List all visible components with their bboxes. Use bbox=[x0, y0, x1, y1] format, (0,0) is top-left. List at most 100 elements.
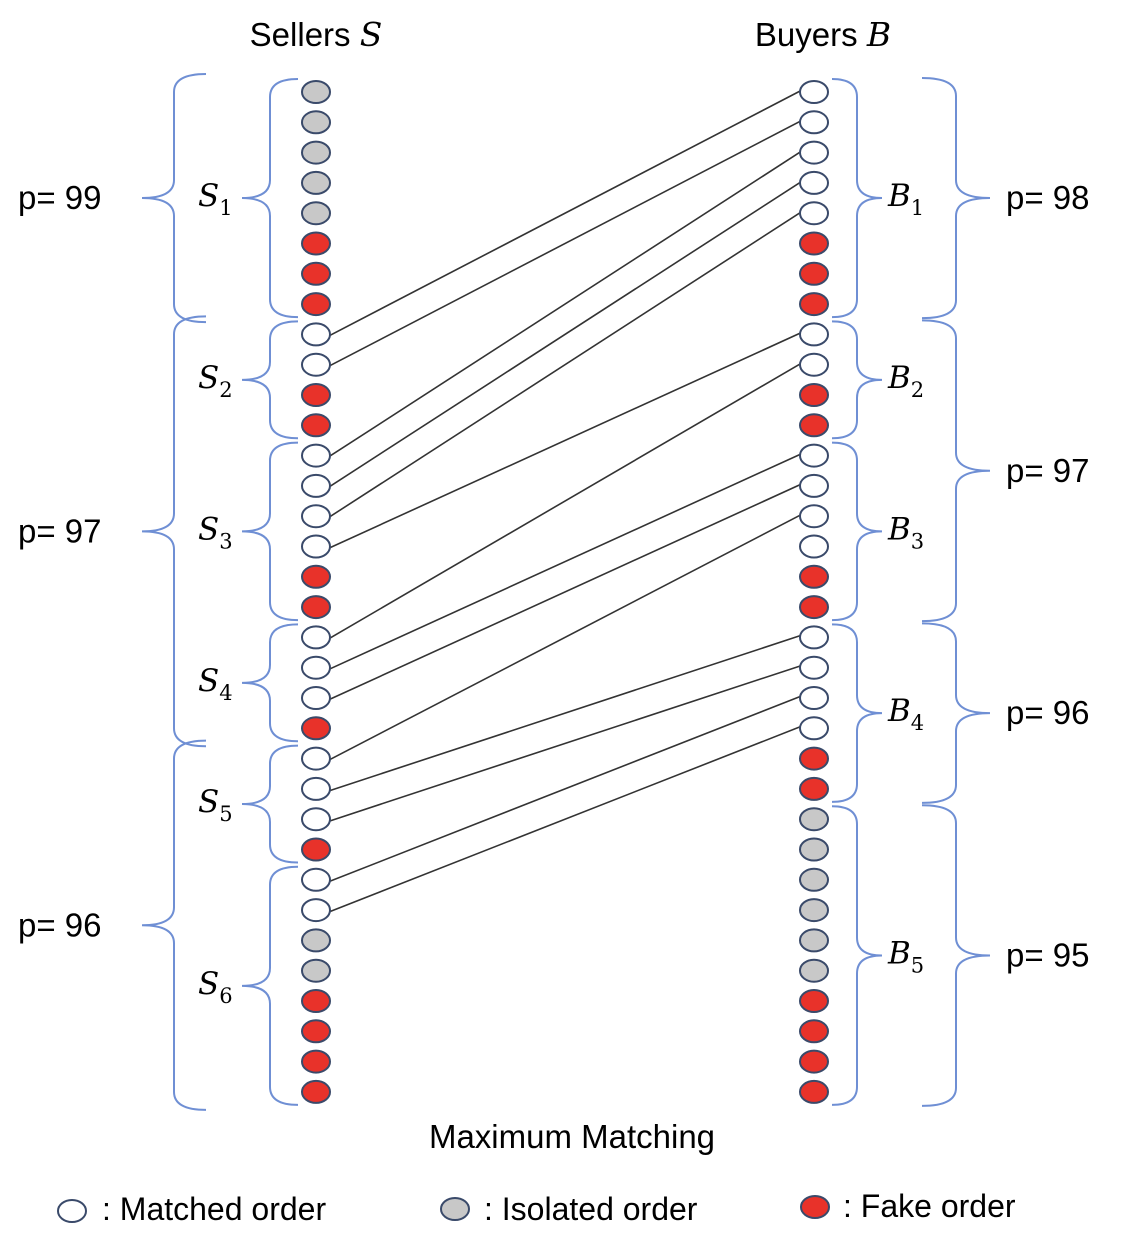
seller-order-matched bbox=[301, 322, 331, 347]
buyer-order-isolated bbox=[799, 837, 829, 862]
seller-order-isolated bbox=[301, 80, 331, 104]
matching-edge bbox=[325, 118, 805, 369]
seller-price-brace bbox=[141, 315, 207, 748]
group-braces bbox=[141, 73, 991, 1111]
seller-order-fake bbox=[301, 231, 331, 256]
sellers-title: Sellers S bbox=[250, 15, 383, 54]
buyer-group-label: B1 bbox=[887, 178, 924, 220]
matching-edge bbox=[325, 88, 805, 339]
seller-order-fake bbox=[301, 292, 331, 317]
seller-order-matched bbox=[301, 655, 331, 680]
buyer-order-isolated bbox=[799, 807, 829, 832]
seller-price-label: p= 99 bbox=[18, 179, 102, 216]
buyer-order-matched bbox=[799, 443, 829, 468]
matching-edges bbox=[325, 88, 805, 914]
buyer-order-fake bbox=[799, 989, 829, 1013]
matching-edge bbox=[325, 724, 805, 914]
buyer-order-matched bbox=[799, 201, 829, 226]
buyer-order-matched bbox=[799, 534, 829, 559]
order-nodes bbox=[301, 80, 829, 1104]
seller-order-fake bbox=[301, 1019, 331, 1044]
seller-price-label: p= 96 bbox=[18, 906, 102, 943]
buyer-order-matched bbox=[799, 110, 829, 135]
seller-order-fake bbox=[301, 564, 331, 589]
seller-order-isolated bbox=[301, 140, 331, 165]
buyer-group-label: B4 bbox=[887, 693, 924, 735]
buyer-price-brace bbox=[921, 622, 991, 804]
seller-order-matched bbox=[301, 686, 331, 710]
seller-order-matched bbox=[301, 504, 331, 529]
seller-order-isolated bbox=[301, 201, 331, 226]
seller-order-isolated bbox=[301, 958, 331, 983]
matching-edge bbox=[325, 330, 805, 551]
buyer-order-isolated bbox=[799, 928, 829, 953]
buyer-group-label: B3 bbox=[887, 511, 924, 553]
seller-order-isolated bbox=[301, 928, 331, 953]
buyer-group-brace bbox=[831, 320, 883, 440]
legend-matched-marker bbox=[57, 1199, 87, 1223]
buyer-price-brace bbox=[921, 319, 991, 623]
buyer-order-fake bbox=[799, 413, 829, 438]
buyer-order-isolated bbox=[799, 958, 829, 983]
buyer-order-fake bbox=[799, 776, 829, 801]
buyer-order-fake bbox=[799, 231, 829, 256]
buyer-order-isolated bbox=[799, 867, 829, 892]
buyer-order-matched bbox=[799, 322, 829, 347]
seller-price-label: p= 97 bbox=[18, 512, 102, 549]
matching-edge bbox=[325, 361, 805, 642]
seller-group-brace bbox=[241, 320, 299, 440]
seller-order-fake bbox=[301, 716, 331, 741]
matching-edge bbox=[325, 451, 805, 672]
seller-group-label: S1 bbox=[198, 178, 233, 220]
buyer-group-brace bbox=[831, 78, 883, 319]
buyer-order-matched bbox=[799, 80, 829, 104]
matching-edge bbox=[325, 148, 805, 460]
buyer-order-matched bbox=[799, 686, 829, 710]
seller-order-matched bbox=[301, 746, 331, 771]
matching-edge bbox=[325, 179, 805, 490]
seller-group-brace bbox=[241, 78, 299, 319]
buyer-price-label: p= 97 bbox=[1006, 452, 1090, 489]
legend-isolated-label: : Isolated order bbox=[484, 1191, 698, 1227]
buyer-group-label: B2 bbox=[887, 360, 924, 402]
buyer-price-label: p= 98 bbox=[1006, 179, 1090, 216]
buyer-order-fake bbox=[799, 1079, 829, 1104]
buyer-order-fake bbox=[799, 564, 829, 589]
seller-order-matched bbox=[301, 534, 331, 559]
seller-group-brace bbox=[241, 441, 299, 622]
seller-group-brace bbox=[241, 865, 299, 1106]
buyer-order-fake bbox=[799, 595, 829, 620]
legend-fake-label: : Fake order bbox=[843, 1188, 1016, 1224]
seller-order-matched bbox=[301, 898, 331, 923]
matching-edge bbox=[325, 209, 805, 520]
buyer-order-fake bbox=[799, 261, 829, 286]
buyer-order-isolated bbox=[799, 898, 829, 923]
buyer-order-matched bbox=[799, 170, 829, 195]
matching-edge bbox=[325, 663, 805, 823]
seller-group-brace bbox=[241, 623, 299, 743]
seller-order-matched bbox=[301, 473, 331, 498]
seller-order-matched bbox=[301, 867, 331, 892]
buyer-price-brace bbox=[921, 804, 991, 1107]
buyer-order-matched bbox=[799, 625, 829, 650]
seller-group-brace bbox=[241, 744, 299, 864]
seller-order-fake bbox=[301, 1049, 331, 1074]
legend-fake-marker bbox=[800, 1195, 830, 1219]
buyer-order-fake bbox=[799, 383, 829, 407]
seller-order-matched bbox=[301, 807, 331, 832]
legend-matched-label: : Matched order bbox=[102, 1191, 326, 1227]
seller-order-matched bbox=[301, 625, 331, 650]
seller-order-matched bbox=[301, 776, 331, 801]
seller-group-label: S2 bbox=[198, 360, 233, 402]
buyer-order-fake bbox=[799, 1019, 829, 1044]
buyer-price-label: p= 95 bbox=[1006, 937, 1090, 974]
buyer-order-matched bbox=[799, 352, 829, 377]
buyer-price-brace bbox=[921, 77, 991, 320]
seller-order-fake bbox=[301, 837, 331, 862]
buyer-group-brace bbox=[831, 623, 883, 803]
seller-order-fake bbox=[301, 595, 331, 620]
buyer-group-label: B5 bbox=[887, 936, 924, 978]
buyer-order-fake bbox=[799, 1049, 829, 1074]
